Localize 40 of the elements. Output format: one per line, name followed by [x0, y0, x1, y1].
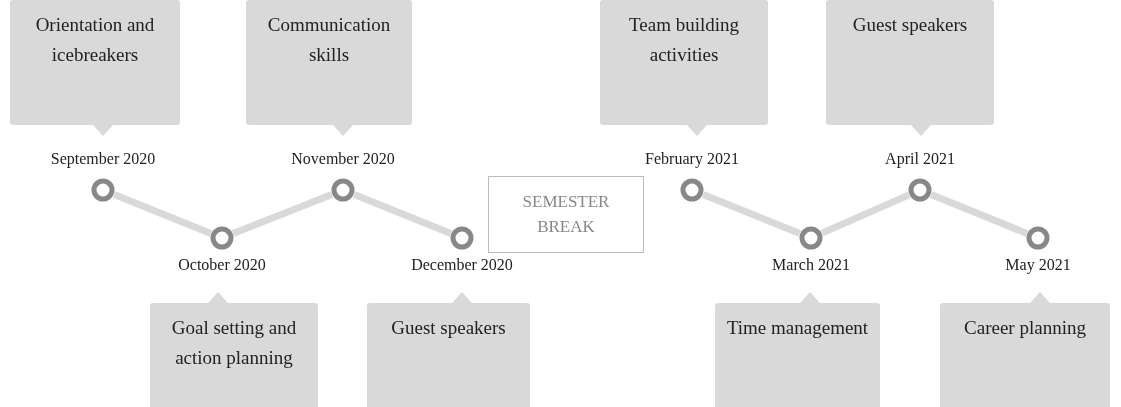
connector-line — [701, 191, 802, 237]
callout-box — [715, 292, 880, 407]
callout-text: Orientation and icebreakers — [34, 13, 156, 67]
timeline-marker — [210, 226, 234, 250]
date-label: September 2020 — [50, 150, 156, 168]
connector-line — [820, 191, 911, 237]
date-label: April 2021 — [885, 150, 955, 168]
date-label: November 2020 — [291, 150, 395, 168]
callout-box — [367, 292, 530, 407]
date-label: May 2021 — [1005, 256, 1071, 274]
callout-box — [10, 0, 180, 136]
callout-text: Guest speakers — [390, 316, 507, 340]
timeline-marker — [908, 178, 932, 202]
connector-line — [352, 191, 453, 237]
callout-text: Communication skills — [266, 13, 392, 67]
callout-text: Guest speakers — [851, 13, 969, 37]
timeline-marker — [799, 226, 823, 250]
connector-line — [929, 191, 1029, 237]
timeline-marker — [680, 178, 704, 202]
timeline-marker — [450, 226, 474, 250]
callout-text: Time management — [725, 316, 870, 340]
callout-box — [246, 0, 412, 136]
timeline-marker — [331, 178, 355, 202]
callout-box — [940, 292, 1110, 407]
date-label: February 2021 — [645, 150, 739, 168]
callout-text: Team building activities — [628, 13, 740, 67]
break-box — [488, 176, 644, 253]
callout-text: Career planning — [963, 316, 1087, 340]
date-label: October 2020 — [178, 256, 266, 274]
callout-box — [150, 292, 318, 407]
timeline-marker — [91, 178, 115, 202]
date-label: March 2021 — [772, 256, 850, 274]
callout-text: Goal setting and action planning — [170, 316, 298, 370]
connector-line — [231, 191, 334, 237]
break-label: SEMESTER BREAK — [521, 191, 611, 238]
connector-line — [112, 191, 213, 237]
callout-box — [826, 0, 994, 136]
date-label: December 2020 — [411, 256, 513, 274]
callout-box — [600, 0, 768, 136]
timeline-marker — [1026, 226, 1050, 250]
